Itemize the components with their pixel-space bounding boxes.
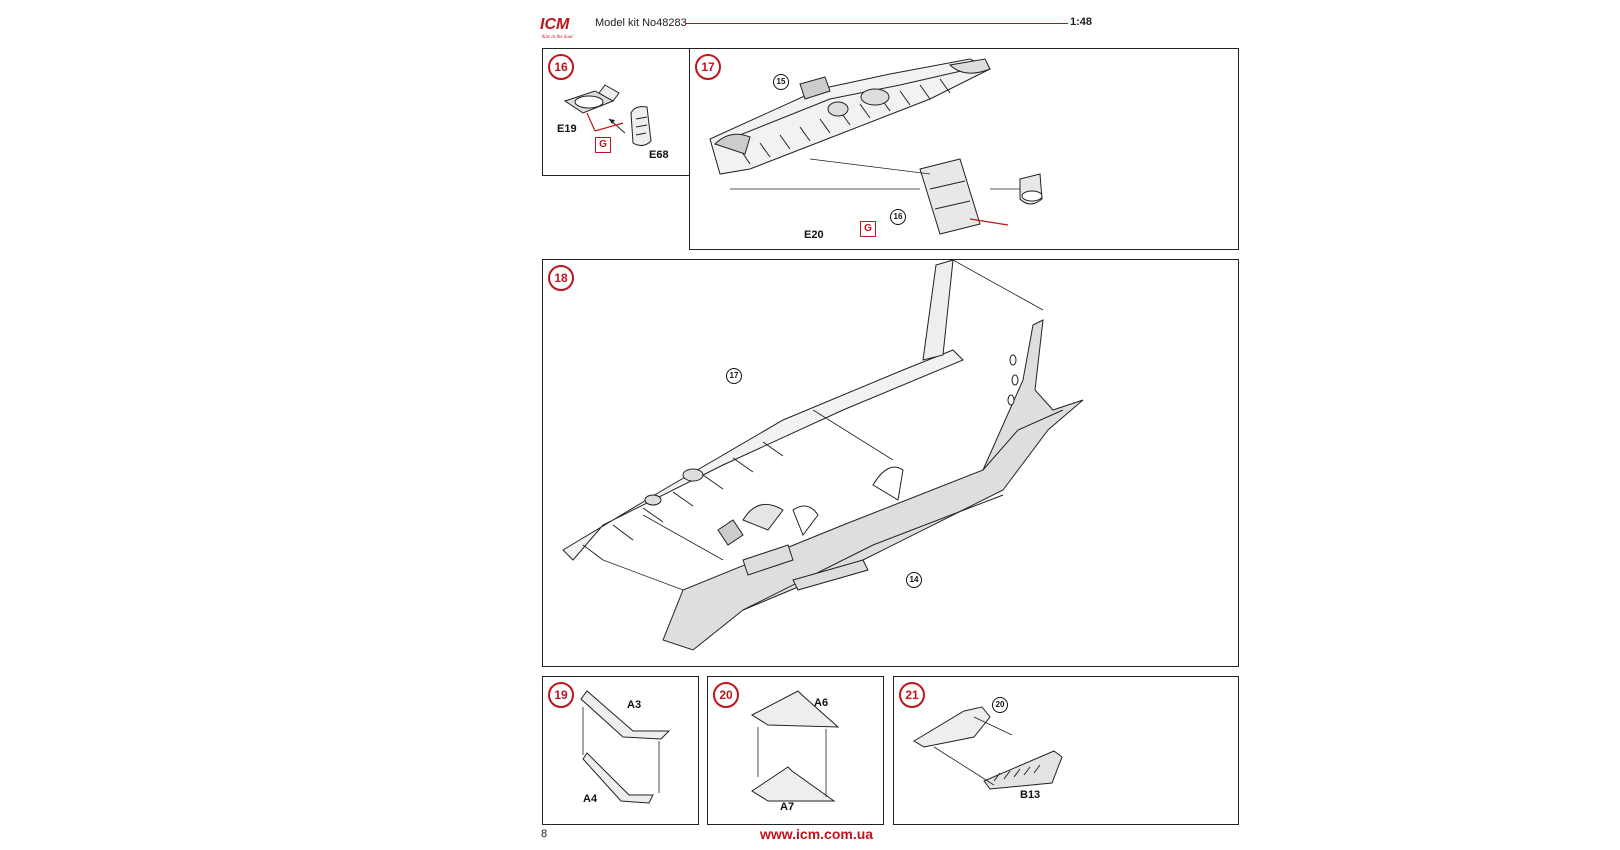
step-16-panel: 16 E19 E68 G <box>542 48 690 176</box>
step-20-drawing <box>750 690 840 802</box>
page-number: 8 <box>541 828 548 840</box>
ref-step-16: 16 <box>890 209 906 225</box>
step-19-badge: 19 <box>548 682 574 708</box>
step-18-drawing <box>562 260 1084 651</box>
part-label-e20: E20 <box>804 229 824 241</box>
svg-text:ICM: ICM <box>540 16 570 33</box>
step-19-drawing <box>580 690 671 804</box>
step-19-panel: 19 A3 A4 <box>542 676 699 825</box>
step-16-badge: 16 <box>548 54 574 80</box>
ref-step-14: 14 <box>906 572 922 588</box>
step-17-badge: 17 <box>695 54 721 80</box>
part-label-a7: A7 <box>780 801 795 813</box>
part-label-e68: E68 <box>649 149 669 161</box>
part-label-e19: E19 <box>557 123 577 135</box>
part-label-a4: A4 <box>583 793 598 805</box>
step-16-drawing <box>563 84 652 147</box>
svg-text:Kits in the Soul: Kits in the Soul <box>541 35 573 40</box>
step-20-badge: 20 <box>713 682 739 708</box>
model-kit-number: Model kit No48283 <box>595 17 687 29</box>
ref-step-17: 17 <box>726 368 742 384</box>
ref-step-20: 20 <box>992 697 1008 713</box>
step-21-panel: 21 20 B13 <box>893 676 1239 825</box>
glue-marker: G <box>860 221 876 237</box>
part-label-a6: A6 <box>814 697 829 709</box>
icm-logo: ICM Kits in the Soul <box>540 16 573 40</box>
step-18-panel: 18 17 14 <box>542 259 1239 667</box>
step-17-drawing <box>709 58 1043 235</box>
scale-label: 1:48 <box>1070 16 1093 28</box>
header-rule <box>686 23 1068 24</box>
part-label-a3: A3 <box>627 699 642 711</box>
glue-marker: G <box>595 137 611 153</box>
step-21-drawing <box>913 706 1063 790</box>
step-17-panel: 17 15 16 E20 G <box>689 48 1239 250</box>
website-link[interactable]: www.icm.com.ua <box>760 826 874 842</box>
part-label-b13: B13 <box>1020 789 1041 801</box>
ref-step-15: 15 <box>773 74 789 90</box>
step-21-badge: 21 <box>899 682 925 708</box>
step-18-badge: 18 <box>548 265 574 291</box>
step-20-panel: 20 A6 A7 <box>707 676 884 825</box>
